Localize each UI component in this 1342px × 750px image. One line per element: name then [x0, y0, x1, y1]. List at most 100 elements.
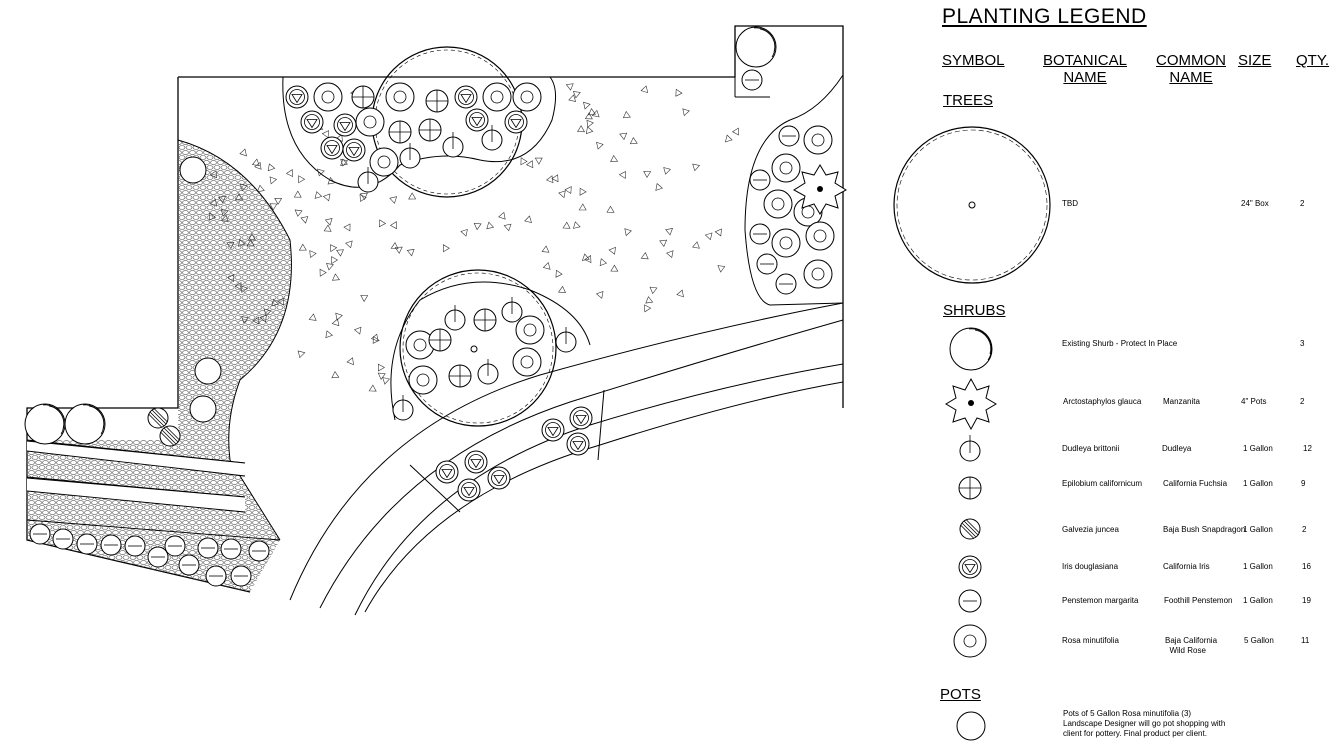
groundcover-mark — [390, 241, 399, 250]
groundcover-mark — [692, 163, 701, 172]
right-planting-bed — [744, 74, 844, 306]
groundcover-mark — [271, 298, 280, 307]
groundcover-mark — [579, 187, 587, 196]
manzanita-star-icon — [945, 377, 997, 430]
groundcover-mark — [692, 241, 700, 249]
shrub-5-qty: 16 — [1302, 562, 1311, 571]
groundcover-mark — [259, 314, 267, 323]
shrub-1-size: 4" Pots — [1241, 397, 1267, 406]
groundcover-mark — [324, 217, 333, 226]
groundcover-mark — [330, 244, 338, 253]
center-planting-bed — [390, 281, 591, 421]
groundcover-mark — [298, 175, 306, 184]
shrub-1-common: Manzanita — [1163, 397, 1200, 406]
groundcover-mark — [618, 171, 626, 179]
groundcover-mark — [546, 175, 554, 184]
shrub-3-size: 1 Gallon — [1243, 479, 1273, 488]
groundcover-mark — [336, 249, 344, 257]
shrub-2-qty: 12 — [1303, 444, 1312, 453]
pots-note: Pots of 5 Gallon Rosa minutifolia (3)Lan… — [1063, 709, 1226, 738]
groundcover-mark — [665, 228, 673, 236]
groundcover-mark — [377, 372, 386, 380]
shrub-7-botanical: Rosa minutifolia — [1062, 636, 1119, 645]
groundcover-mark — [558, 190, 566, 199]
groundcover-mark — [562, 221, 571, 229]
shrub-2-size: 1 Gallon — [1243, 444, 1273, 453]
shrub-4-botanical: Galvezia juncea — [1062, 525, 1119, 534]
groundcover-mark — [460, 228, 468, 237]
groundcover-mark — [327, 176, 336, 185]
groundcover-mark — [269, 176, 278, 185]
groundcover-mark — [486, 221, 495, 230]
groundcover-mark — [298, 243, 307, 251]
curved-walkway — [289, 302, 844, 601]
shrub-0-qty: 3 — [1300, 339, 1305, 348]
groundcover-mark — [360, 295, 369, 303]
groundcover-mark — [254, 161, 262, 170]
groundcover-mark — [663, 167, 671, 175]
groundcover-mark — [498, 211, 506, 220]
tree-botanical: TBD — [1062, 199, 1078, 208]
top-planting-bed — [282, 76, 556, 188]
shrub-6-size: 1 Gallon — [1243, 596, 1273, 605]
header-symbol: SYMBOL — [942, 52, 1005, 69]
section-pots: POTS — [940, 686, 981, 703]
groundcover-mark — [319, 268, 327, 277]
groundcover-mark — [408, 192, 417, 200]
snapdragon-icon — [959, 518, 981, 540]
groundcover-mark — [704, 232, 713, 241]
groundcover-mark — [643, 171, 652, 178]
groundcover-mark — [389, 196, 398, 204]
groundcover-mark — [220, 209, 229, 217]
iris-icon — [958, 555, 982, 579]
groundcover-mark — [241, 316, 249, 324]
groundcover-mark — [649, 286, 658, 295]
shrub-4-size: 1 Gallon — [1243, 525, 1273, 534]
shrub-2-botanical: Dudleya brittonii — [1062, 444, 1120, 453]
groundcover-mark — [226, 241, 235, 250]
section-shrubs: SHRUBS — [943, 302, 1006, 319]
groundcover-mark — [227, 274, 235, 283]
groundcover-mark — [331, 371, 340, 379]
groundcover-mark — [293, 190, 302, 198]
shrub-7-common: Baja California Wild Rose — [1165, 636, 1218, 655]
groundcover-mark — [209, 170, 217, 179]
groundcover-mark — [473, 222, 482, 231]
groundcover-mark — [331, 318, 340, 327]
groundcover-mark — [640, 252, 649, 260]
groundcover-mark — [682, 108, 690, 117]
groundcover-mark — [676, 289, 684, 298]
groundcover-mark — [442, 244, 450, 253]
groundcover-mark — [655, 183, 663, 191]
groundcover-mark — [297, 350, 306, 359]
groundcover-mark — [578, 203, 587, 211]
groundcover-mark — [666, 250, 674, 259]
groundcover-mark — [619, 132, 628, 141]
legend-title: PLANTING LEGEND — [942, 5, 1147, 28]
groundcover-mark — [503, 223, 512, 232]
groundcover-mark — [644, 304, 652, 313]
tree-size: 24" Box — [1241, 199, 1269, 208]
manzanita-plan — [793, 164, 847, 215]
groundcover-mark — [534, 157, 543, 165]
groundcover-mark — [274, 198, 283, 205]
section-trees: TREES — [943, 92, 994, 109]
groundcover-mark — [277, 297, 285, 306]
shrub-5-size: 1 Gallon — [1243, 562, 1273, 571]
groundcover-mark — [317, 168, 325, 177]
groundcover-mark — [568, 94, 577, 103]
california-fuchsia-icon — [958, 476, 982, 500]
shrub-2-common: Dudleya — [1162, 444, 1192, 453]
groundcover-mark — [252, 316, 260, 325]
groundcover-mark — [300, 216, 309, 224]
groundcover-mark — [624, 228, 632, 237]
shrub-3-common: California Fuchsia — [1163, 479, 1228, 488]
groundcover-mark — [577, 125, 586, 133]
groundcover-mark — [595, 291, 604, 299]
groundcover-mark — [659, 239, 668, 247]
groundcover-mark — [378, 363, 386, 372]
tree-center — [399, 269, 557, 427]
groundcover-mark — [269, 203, 278, 211]
groundcover-mark — [238, 238, 246, 247]
